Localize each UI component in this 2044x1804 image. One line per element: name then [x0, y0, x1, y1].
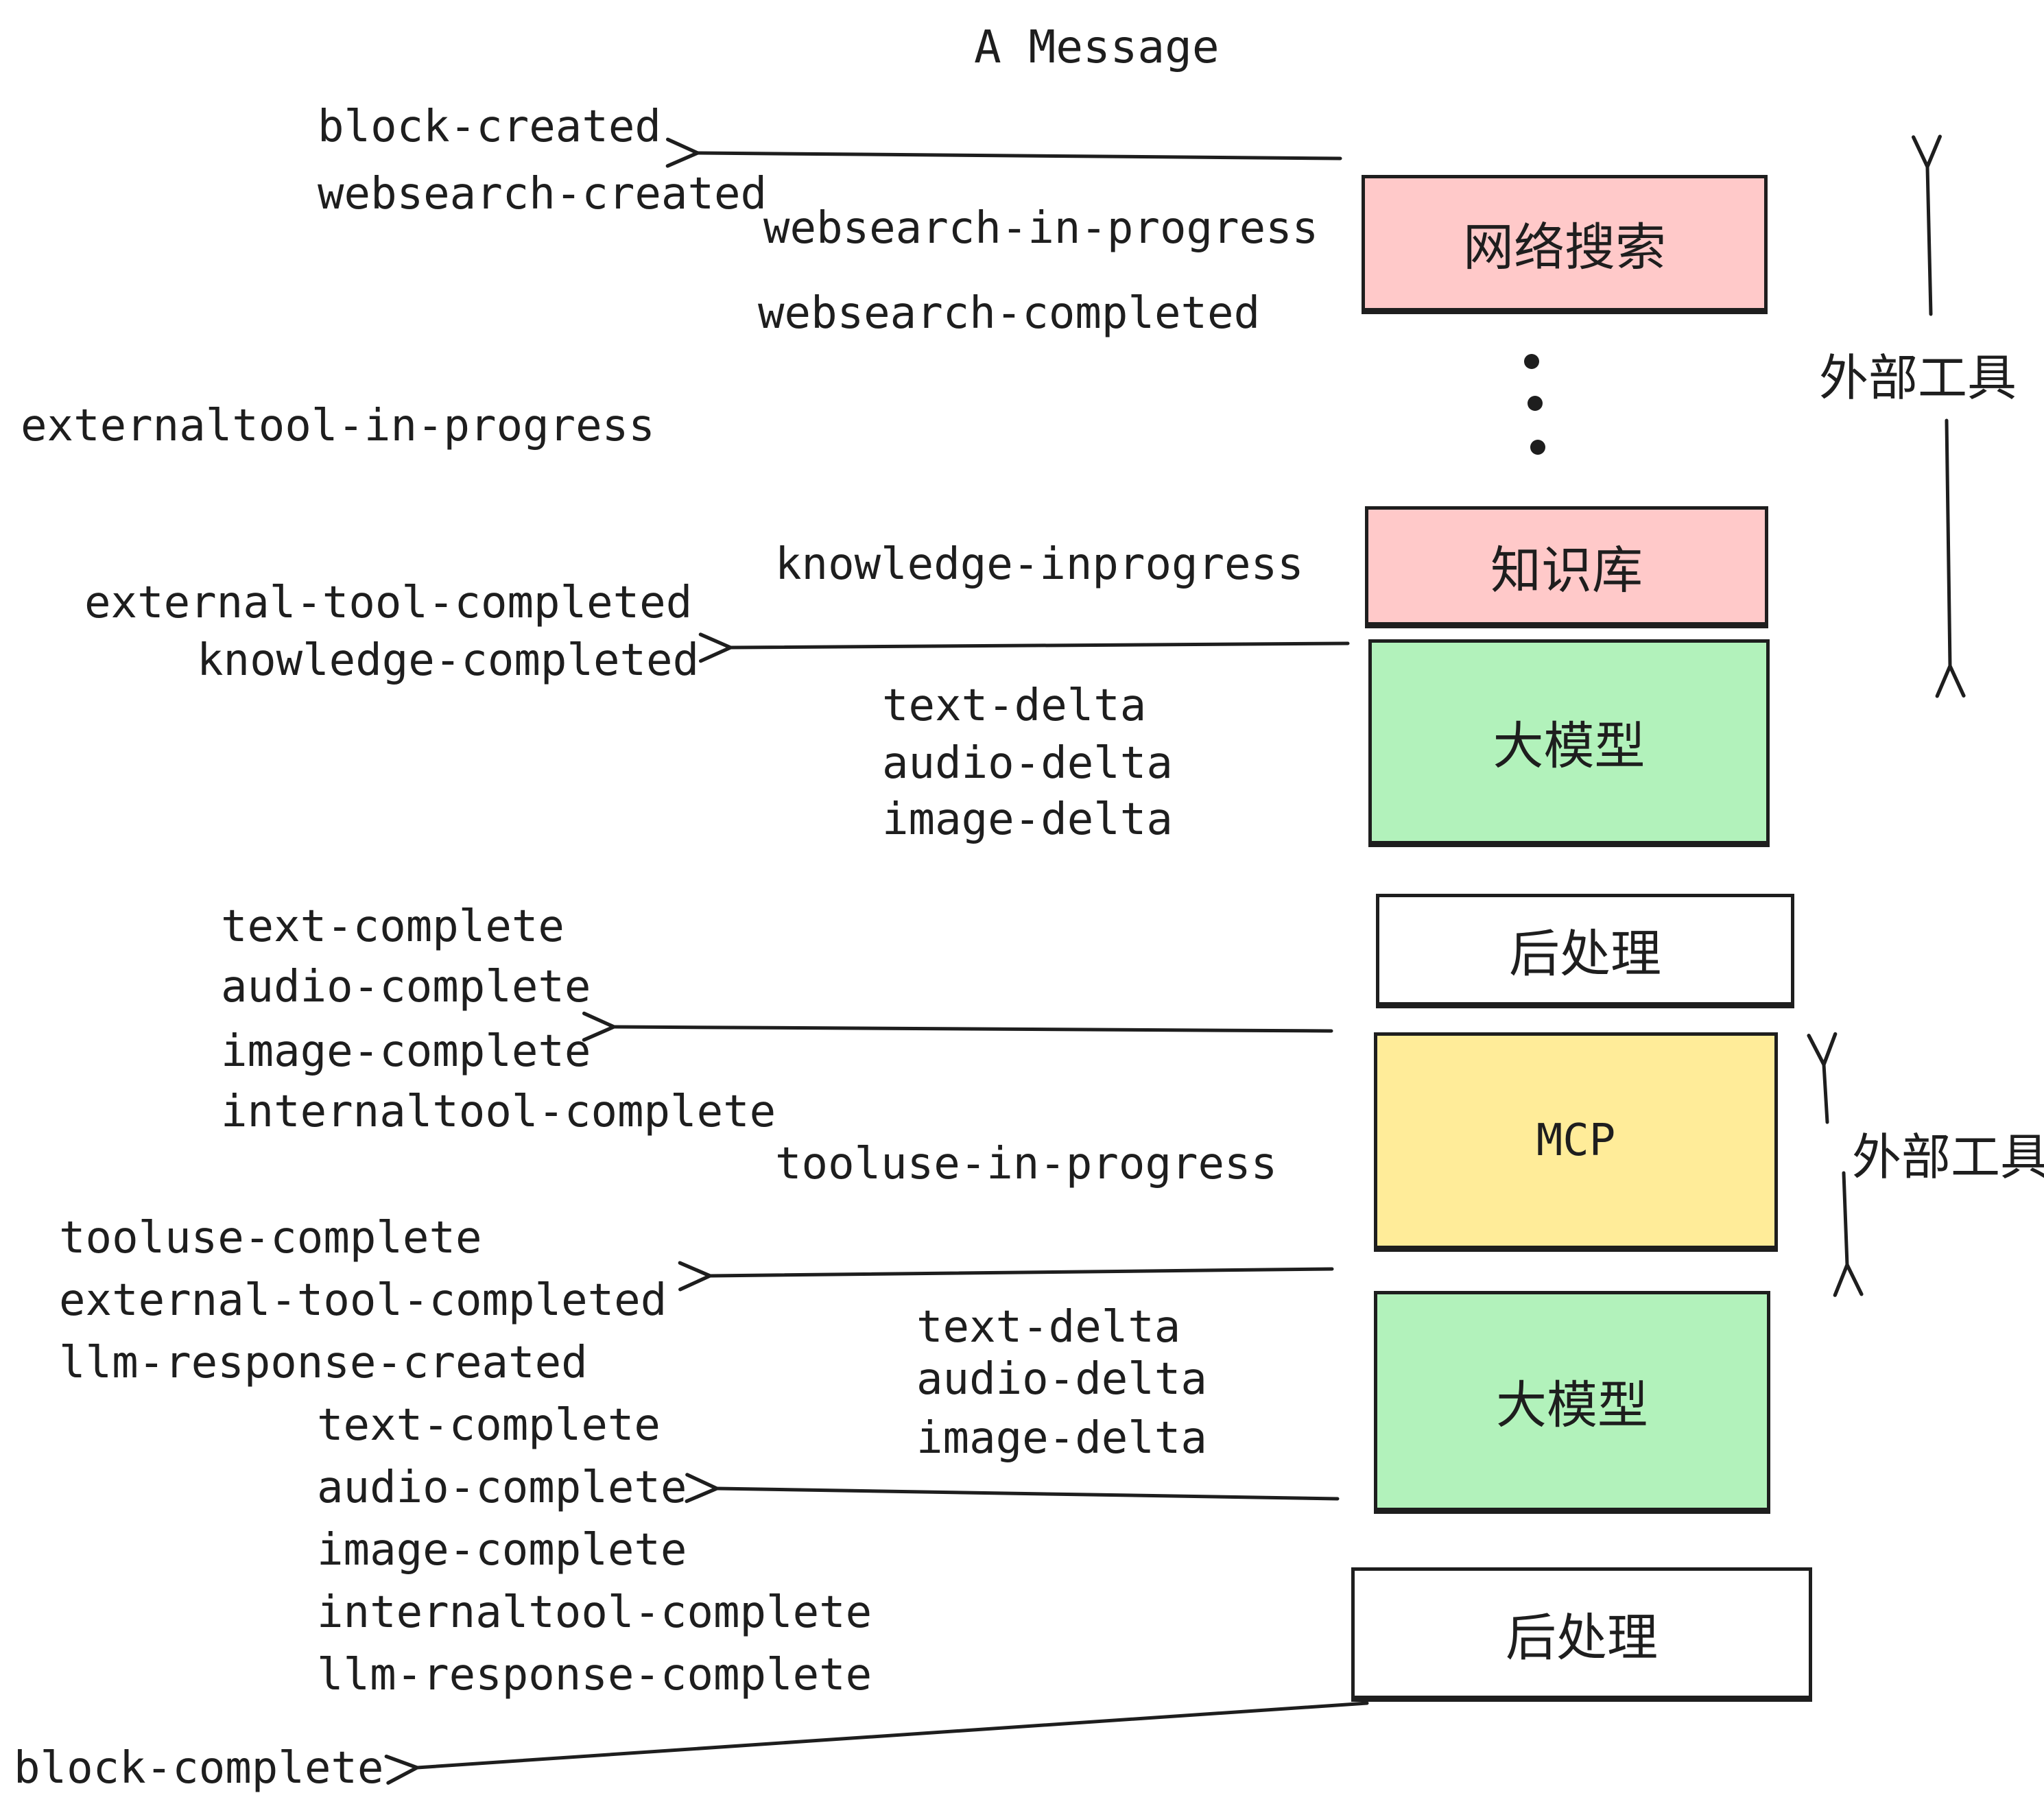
event-label-block-complete: block-complete: [14, 1743, 384, 1794]
event-label-tooluse-complete: tooluse-complete: [59, 1213, 482, 1263]
box-web-search: 网络搜索: [1362, 175, 1768, 314]
arrow-audio-complete: [685, 1473, 1340, 1504]
arrow-block-created: [665, 137, 1342, 168]
arrow-tooluse-complete: [678, 1261, 1334, 1292]
side-label-external-tools: 外部工具: [1852, 1128, 2044, 1186]
event-label-tooluse-in-progress: tooluse-in-progress: [775, 1139, 1278, 1189]
event-label-image-delta: image-delta: [916, 1413, 1207, 1464]
arrow-external-tools-up-2: [1807, 1032, 1838, 1124]
event-label-llm-response-created: llm-response-created: [59, 1338, 588, 1388]
event-label-internaltool-complete: internaltool-complete: [221, 1087, 776, 1137]
event-label-websearch-in-progress: websearch-in-progress: [763, 203, 1319, 254]
arrow-knowledge-completed: [698, 632, 1350, 663]
dot: [1530, 440, 1545, 455]
event-label-external-tool-completed: external-tool-completed: [59, 1275, 667, 1326]
event-label-audio-complete: audio-complete: [221, 962, 591, 1012]
box-web-search-label: 网络搜索: [1463, 218, 1666, 277]
event-label-text-complete: text-complete: [317, 1400, 661, 1451]
box-knowledge-base: 知识库: [1365, 506, 1768, 628]
arrow-external-tools-down-1: [1935, 418, 1966, 698]
event-label-image-delta: image-delta: [882, 794, 1173, 845]
event-label-websearch-created: websearch-created: [318, 169, 768, 219]
box-large-model-2: 大模型: [1374, 1291, 1770, 1514]
box-post-processing-2-label: 后处理: [1506, 1608, 1658, 1667]
box-post-processing-2: 后处理: [1351, 1567, 1812, 1702]
box-post-processing-1-label: 后处理: [1509, 925, 1661, 984]
side-label-external-tools: 外部工具: [1819, 349, 2017, 407]
arrow-image-complete: [582, 1011, 1333, 1042]
arrow-block-complete: [384, 1701, 1369, 1785]
arrow-external-tools-down-2: [1833, 1171, 1864, 1297]
event-label-websearch-completed: websearch-completed: [758, 288, 1261, 339]
event-label-image-complete: image-complete: [317, 1525, 687, 1576]
ellipsis-dots: [1524, 354, 1545, 455]
event-label-text-complete: text-complete: [221, 901, 565, 952]
event-label-text-delta: text-delta: [916, 1302, 1181, 1353]
dot: [1528, 396, 1543, 411]
event-label-audio-delta: audio-delta: [882, 738, 1173, 789]
box-knowledge-base-label: 知识库: [1490, 541, 1643, 600]
box-large-model-1: 大模型: [1368, 639, 1770, 847]
event-label-audio-delta: audio-delta: [916, 1354, 1207, 1405]
box-large-model-1-label: 大模型: [1493, 717, 1645, 776]
event-label-knowledge-completed: knowledge-completed: [197, 635, 700, 686]
diagram-title: A Message: [974, 21, 1220, 73]
box-mcp: MCP: [1374, 1032, 1778, 1252]
event-label-image-complete: image-complete: [221, 1026, 591, 1077]
event-label-llm-response-complete: llm-response-complete: [317, 1650, 872, 1700]
event-label-audio-complete: audio-complete: [317, 1462, 687, 1513]
event-label-text-delta: text-delta: [882, 680, 1147, 731]
event-label-externaltool-in-progress: externaltool-in-progress: [21, 401, 655, 451]
event-label-knowledge-inprogress: knowledge-inprogress: [775, 539, 1304, 590]
event-label-block-created: block-created: [318, 102, 661, 152]
arrow-external-tools-up-1: [1912, 134, 1942, 316]
dot: [1524, 354, 1539, 369]
box-post-processing-1: 后处理: [1376, 894, 1794, 1008]
box-mcp-label: MCP: [1536, 1115, 1616, 1166]
event-label-external-tool-completed: external-tool-completed: [84, 578, 693, 628]
event-label-internaltool-complete: internaltool-complete: [317, 1587, 872, 1638]
box-large-model-2-label: 大模型: [1496, 1376, 1648, 1435]
